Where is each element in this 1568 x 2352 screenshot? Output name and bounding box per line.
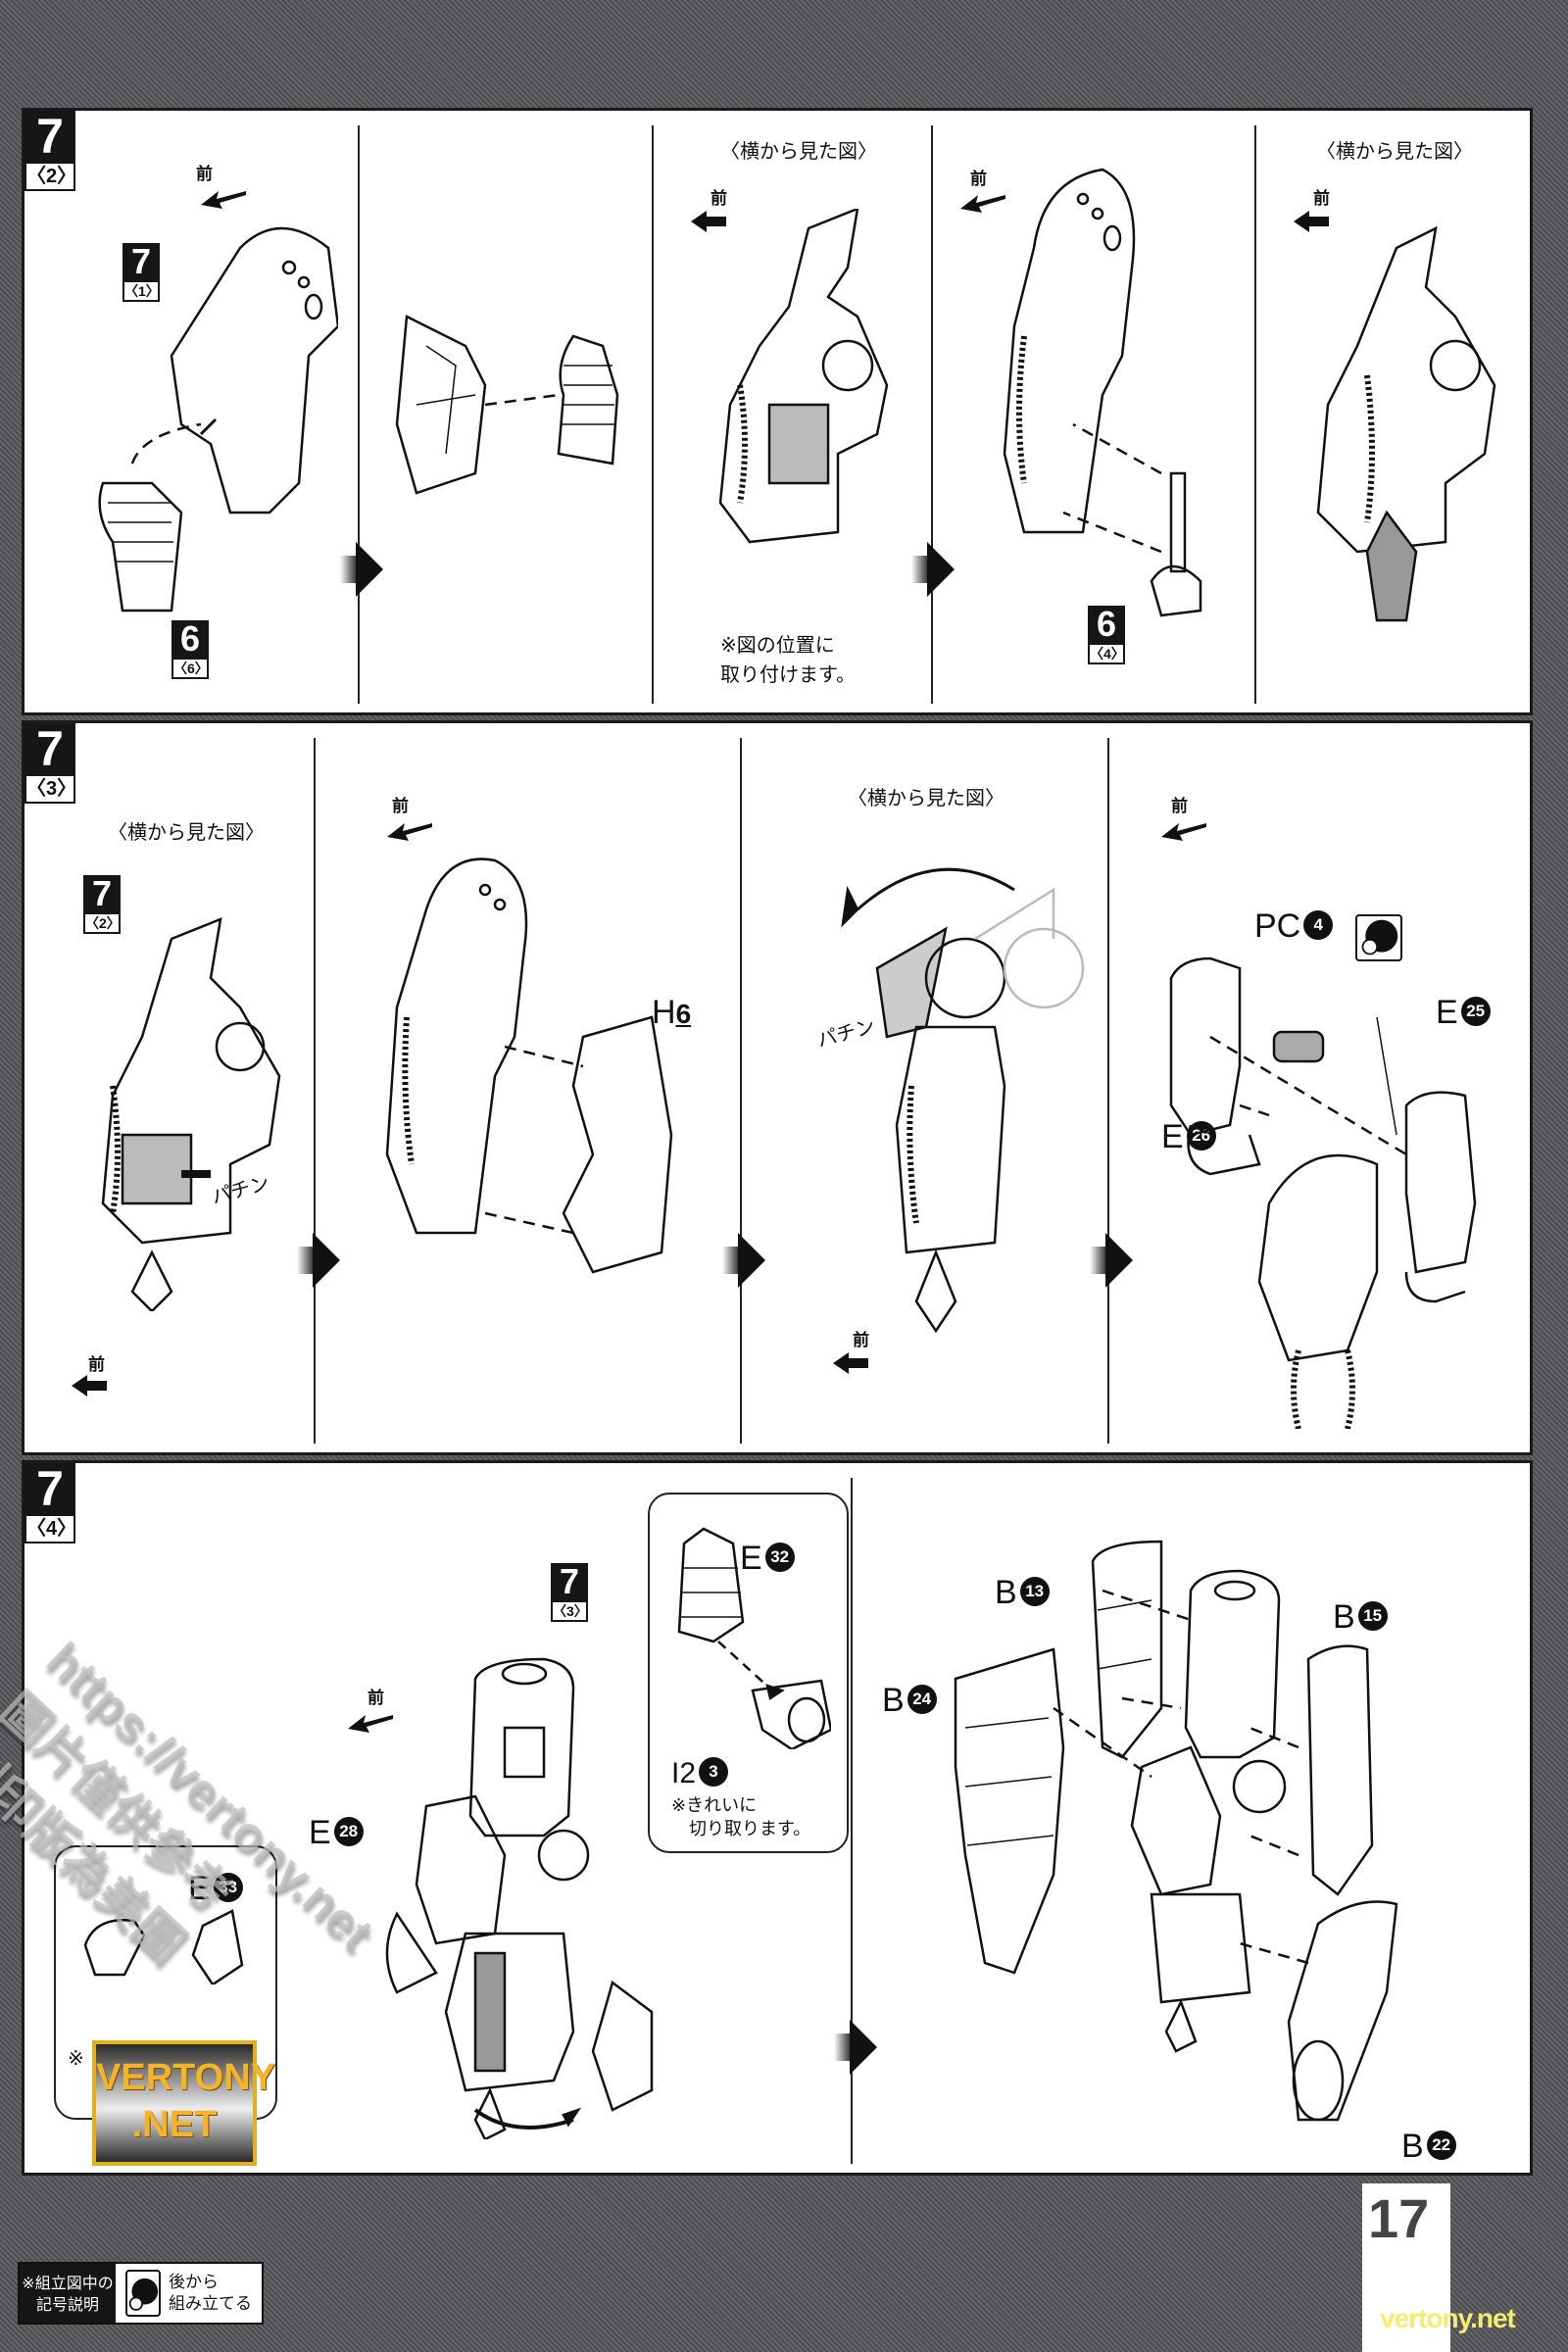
side-view-label: 〈横から見た図〉 [1316, 139, 1473, 163]
legend-entry: 後から 組み立てる [116, 2264, 262, 2323]
next-step-arrow-icon [1090, 1233, 1133, 1288]
step-badge: 7 〈4〉 [24, 1463, 76, 1544]
side-view-label: 〈横から見た図〉 [108, 820, 265, 844]
page-number-box: 17 [1362, 2183, 1450, 2352]
subassembly-ref: 6 〈4〉 [1088, 606, 1125, 664]
subassembly-ref: 7 〈3〉 [551, 1563, 588, 1622]
assemble-later-icon [1355, 914, 1402, 961]
front-direction-arrow-icon [833, 1352, 868, 1374]
front-label: 前 [392, 797, 409, 816]
next-step-arrow-icon [834, 2020, 877, 2075]
placement-note: ※図の位置に 取り付けます。 [720, 633, 856, 686]
leg-frame-drawing [358, 841, 710, 1331]
subassembly-ref: 7 〈1〉 [122, 243, 160, 302]
cut-clean-note: ※きれいに 切り取ります。 [671, 1795, 811, 1839]
front-label: 前 [853, 1331, 869, 1350]
next-step-arrow-icon [297, 1233, 340, 1288]
side-view-label: 〈横から見た図〉 [720, 139, 877, 163]
page-number: 17 [1368, 2187, 1430, 2249]
leg-frame-drawing [64, 189, 340, 620]
front-direction-arrow-icon [348, 1711, 393, 1733]
leg-frame-drawing [377, 287, 632, 532]
step-badge: 7 〈3〉 [24, 723, 76, 804]
divider [740, 738, 742, 1444]
step-7-3-panel: 7 〈3〉 〈横から見た図〉 7 〈2〉 パチン 前 前 [22, 720, 1533, 1455]
front-label: 前 [196, 165, 213, 184]
front-label: 前 [368, 1689, 384, 1708]
vertony-logo-watermark: VERTONY .NET [92, 2040, 275, 2166]
next-step-arrow-icon [911, 542, 955, 597]
partial-note: ※ [68, 2046, 84, 2070]
divider [1254, 125, 1256, 704]
divider [652, 125, 654, 704]
shin-parts-drawing [1152, 909, 1524, 1430]
subassembly-ref: 7 〈2〉 [83, 875, 121, 934]
divider [314, 738, 316, 1444]
front-direction-arrow-icon [691, 211, 726, 232]
front-direction-arrow-icon [72, 1375, 107, 1396]
divider [851, 1478, 853, 2164]
assemble-later-icon [125, 2270, 161, 2317]
front-direction-arrow-icon [387, 819, 432, 841]
leg-frame-side-drawing [1289, 219, 1524, 640]
part-label: H6 [652, 994, 692, 1031]
front-label: 前 [710, 189, 727, 209]
leg-assembly-drawing [318, 1620, 671, 2141]
divider [931, 125, 933, 704]
legend-description: 後から 組み立てる [169, 2273, 252, 2314]
front-label: 前 [1313, 189, 1330, 209]
front-direction-arrow-icon [1294, 211, 1329, 232]
front-label: 前 [88, 1355, 105, 1375]
divider [358, 125, 360, 704]
front-direction-arrow-icon [960, 191, 1005, 213]
next-step-arrow-icon [722, 1233, 765, 1288]
front-label: 前 [1171, 797, 1188, 816]
legend-title: ※組立図中の 記号説明 [20, 2264, 116, 2323]
leg-frame-drawing [965, 160, 1230, 620]
step-badge: 7 〈2〉 [24, 111, 76, 191]
leg-frame-rotate-drawing [799, 831, 1093, 1341]
site-watermark: vertony.net [1380, 2303, 1516, 2333]
symbol-legend: ※組立図中の 記号説明 後から 組み立てる [18, 2262, 264, 2325]
front-direction-arrow-icon [1161, 819, 1206, 841]
leg-frame-side-drawing [691, 207, 906, 571]
divider [1107, 738, 1109, 1444]
part-detail-drawing [75, 1906, 252, 1986]
leg-armor-assembly-drawing [926, 1532, 1436, 2139]
part-detail-drawing [674, 1524, 833, 1751]
front-label: 前 [970, 170, 987, 189]
leg-frame-side-drawing [64, 880, 299, 1313]
side-view-label: 〈横から見た図〉 [848, 786, 1004, 809]
subassembly-ref: 6 〈6〉 [172, 620, 209, 679]
front-direction-arrow-icon [201, 187, 246, 209]
step-7-2-panel: 7 〈2〉 前 7 〈1〉 6 〈6〉 [22, 108, 1533, 715]
next-step-arrow-icon [340, 542, 383, 597]
